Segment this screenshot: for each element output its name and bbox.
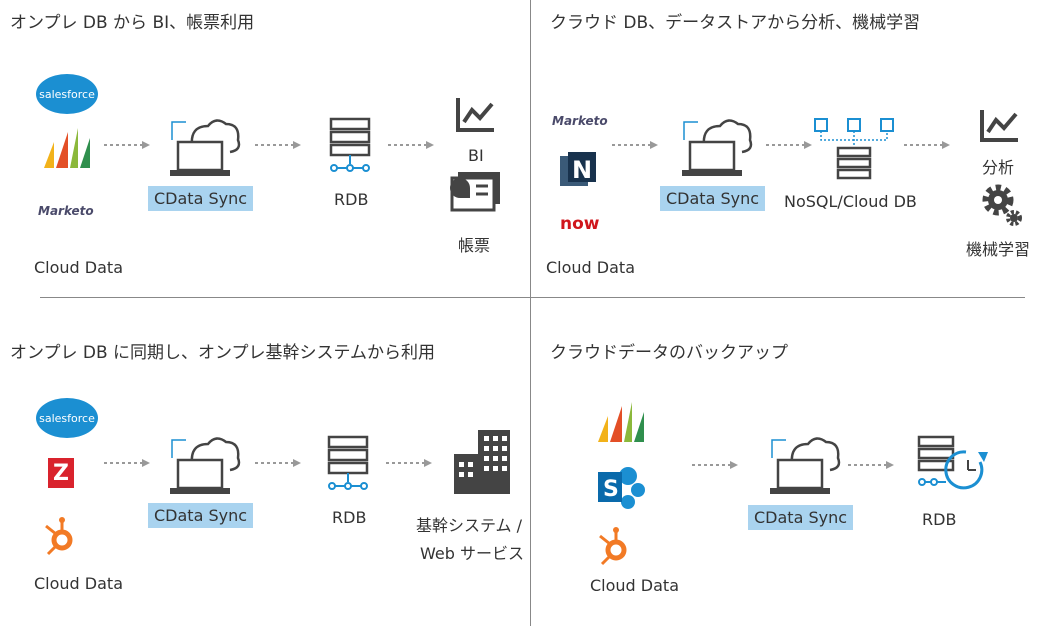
sharepoint-icon: S bbox=[598, 467, 645, 509]
bi-chart-icon bbox=[456, 98, 494, 132]
gear-icon bbox=[982, 184, 1022, 226]
cdata-sync-badge: CData Sync bbox=[660, 186, 766, 211]
arrow bbox=[388, 141, 434, 149]
hubspot-icon bbox=[599, 527, 627, 566]
marketo-icon: Marketo bbox=[552, 114, 608, 128]
ml-label: 機械学習 bbox=[966, 240, 1031, 259]
dynamics-icon bbox=[598, 402, 644, 442]
horizontal-divider bbox=[40, 297, 1025, 298]
rdb-backup-icon bbox=[917, 435, 988, 490]
nosql-server-icon bbox=[814, 118, 894, 180]
q1-title: オンプレ DB から BI、帳票利用 bbox=[10, 13, 255, 33]
netsuite-icon: N bbox=[560, 152, 596, 186]
cloud-laptop-icon bbox=[170, 119, 241, 176]
cdata-sync-badge: CData Sync bbox=[148, 186, 254, 211]
rdb-label: RDB bbox=[334, 190, 369, 209]
cloud-laptop-icon bbox=[770, 437, 841, 494]
cloud-laptop-icon bbox=[170, 437, 241, 494]
svg-text:S: S bbox=[603, 477, 619, 502]
system-label-line2: Web サービス bbox=[420, 544, 524, 563]
q2-title: クラウド DB、データストアから分析、機械学習 bbox=[550, 13, 921, 33]
marketo-icon: Marketo bbox=[38, 204, 94, 218]
rdb-server-icon bbox=[329, 117, 371, 172]
svg-text:N: N bbox=[572, 156, 592, 184]
arrow bbox=[692, 461, 738, 469]
arrow bbox=[766, 141, 812, 149]
bi-label: BI bbox=[468, 146, 484, 165]
arrow bbox=[848, 461, 894, 469]
report-label: 帳票 bbox=[458, 236, 491, 255]
q4-source-label: Cloud Data bbox=[590, 576, 679, 595]
arrow bbox=[255, 459, 301, 467]
building-icon bbox=[454, 430, 510, 494]
zoho-icon: Z bbox=[48, 458, 74, 488]
system-label-line1: 基幹システム / bbox=[416, 516, 522, 535]
cloud-laptop-icon bbox=[682, 119, 753, 176]
salesforce-icon: salesforce bbox=[36, 398, 98, 438]
q3-source-label: Cloud Data bbox=[34, 574, 123, 593]
cdata-sync-badge: CData Sync bbox=[748, 505, 854, 530]
salesforce-icon: salesforce bbox=[36, 74, 98, 114]
analysis-chart-icon bbox=[980, 110, 1018, 142]
rdb-label: RDB bbox=[922, 510, 957, 529]
arrow bbox=[904, 141, 950, 149]
q1-source-label: Cloud Data bbox=[34, 258, 123, 277]
analysis-label: 分析 bbox=[982, 158, 1015, 177]
arrow bbox=[255, 141, 301, 149]
q3-title: オンプレ DB に同期し、オンプレ基幹システムから利用 bbox=[10, 343, 436, 363]
arrow bbox=[612, 141, 658, 149]
arrow bbox=[104, 459, 150, 467]
q2-source-label: Cloud Data bbox=[546, 258, 635, 277]
rdb-label: RDB bbox=[332, 508, 367, 527]
hubspot-icon bbox=[45, 517, 73, 556]
rdb-server-icon bbox=[327, 435, 369, 490]
nosql-label: NoSQL/Cloud DB bbox=[784, 192, 917, 211]
q4-title: クラウドデータのバックアップ bbox=[550, 343, 788, 363]
cdata-sync-badge: CData Sync bbox=[148, 503, 254, 528]
servicenow-icon: now bbox=[560, 214, 600, 234]
report-icon bbox=[450, 172, 500, 212]
arrow bbox=[386, 459, 432, 467]
arrow bbox=[104, 141, 150, 149]
vertical-divider bbox=[530, 0, 531, 626]
dynamics-icon bbox=[44, 128, 90, 168]
